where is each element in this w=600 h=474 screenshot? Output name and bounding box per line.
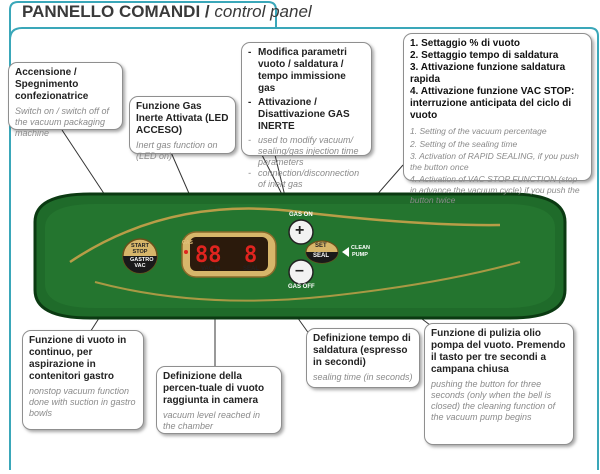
callout-power-en: Switch on / switch off of the vacuum pac… bbox=[15, 106, 110, 138]
settings-en-item: 4. Activation of VAC STOP FUNCTION (stop… bbox=[410, 174, 580, 205]
callout-vacuum-pct: Definizione della percen-tuale di vuoto … bbox=[156, 366, 282, 434]
callout-power-it: Accensione / Spegnimento confezionatrice bbox=[15, 67, 89, 102]
set-seal-button[interactable] bbox=[305, 240, 339, 264]
seal-display-label: SEAL bbox=[243, 266, 260, 272]
pump-label: PUMP bbox=[352, 252, 368, 258]
gas-on-label: GAS ON bbox=[289, 212, 313, 218]
bullet-marker: - bbox=[248, 47, 252, 58]
vac-pct-label: VAC % bbox=[201, 266, 221, 272]
modify-item-3: used to modify vacuum/ sealing/gas injec… bbox=[258, 135, 359, 167]
callout-gas-inert-en: Inert gas function on (LED on) bbox=[136, 140, 218, 161]
settings-en-item: 2. Setting of the sealing time bbox=[410, 138, 518, 149]
settings-it-item: 3. Attivazione funzione saldatura rapida bbox=[410, 62, 566, 85]
minus-button[interactable] bbox=[288, 259, 314, 285]
callout-vacuum-pct-en: vacuum level reached in the chamber bbox=[163, 410, 261, 431]
bullet-marker: - bbox=[248, 168, 251, 178]
callout-modify: -Modifica parametri vuoto / saldatura / … bbox=[241, 42, 372, 189]
callout-seal-time-it: Definizione tempo di saldatura (espresso… bbox=[313, 333, 411, 368]
start-stop-button[interactable] bbox=[122, 238, 158, 274]
start-stop-label: START STOP bbox=[131, 243, 149, 255]
settings-en-list: 1. Setting of the vacuum percentage 2. S… bbox=[410, 126, 585, 206]
settings-it-item: 2. Settaggio tempo di saldatura bbox=[410, 50, 559, 61]
callout-cleaning: Funzione di pulizia olio pompa del vuoto… bbox=[424, 323, 574, 445]
gastro-vac-label: GASTRO VAC bbox=[130, 257, 154, 269]
seal-display: 8 bbox=[244, 243, 257, 268]
callout-cleaning-it: Funzione di pulizia olio pompa del vuoto… bbox=[431, 328, 566, 375]
minus-symbol: – bbox=[295, 262, 304, 279]
gas-off-label: GAS OFF bbox=[288, 284, 315, 290]
callout-continuous: Funzione di vuoto in continuo, per aspir… bbox=[22, 330, 144, 430]
modify-item-4: connection/disconnection of inert gas bbox=[258, 168, 360, 189]
clean-label: CLEAN bbox=[351, 245, 370, 251]
clean-pump-icon bbox=[342, 247, 349, 257]
gas-side-label: GAS bbox=[182, 240, 193, 246]
bullet-marker: - bbox=[248, 97, 252, 108]
settings-en-item: 3. Activation of RAPID SEALING, if you p… bbox=[410, 151, 579, 172]
callout-seal-time: Definizione tempo di saldatura (espresso… bbox=[306, 328, 420, 388]
page-title: PANNELLO COMANDI / control panel bbox=[22, 2, 312, 22]
gas-led-icon bbox=[184, 250, 188, 254]
callout-cleaning-en: pushing the button for three seconds (on… bbox=[431, 379, 556, 422]
modify-item-2: Attivazione / Disattivazione GAS INERTE bbox=[258, 97, 350, 132]
settings-it-item: 4. Attivazione funzione VAC STOP: interr… bbox=[410, 86, 575, 121]
callout-settings: 1. Settaggio % di vuoto 2. Settaggio tem… bbox=[403, 33, 592, 205]
callout-continuous-it: Funzione di vuoto in continuo, per aspir… bbox=[29, 335, 127, 382]
title-bold: PANNELLO COMANDI / bbox=[22, 2, 210, 21]
callout-seal-time-en: sealing time (in seconds) bbox=[313, 372, 413, 382]
settings-it-list: 1. Settaggio % di vuoto 2. Settaggio tem… bbox=[410, 38, 585, 122]
callout-gas-inert-it: Funzione Gas Inerte Attivata (LED ACCESO… bbox=[136, 101, 229, 136]
bullet-marker: - bbox=[248, 135, 251, 145]
callout-power: Accensione / Spegnimento confezionatrice… bbox=[8, 62, 123, 138]
settings-en-item: 1. Setting of the vacuum percentage bbox=[410, 126, 547, 136]
callout-gas-inert: Funzione Gas Inerte Attivata (LED ACCESO… bbox=[129, 96, 236, 161]
settings-it-item: 1. Settaggio % di vuoto bbox=[410, 38, 521, 49]
vacuum-display: 88 bbox=[195, 243, 222, 268]
callout-continuous-en: nonstop vacuum function done with suctio… bbox=[29, 386, 136, 418]
plus-button[interactable] bbox=[288, 219, 314, 245]
set-label: SET bbox=[315, 243, 327, 249]
callout-vacuum-pct-it: Definizione della percen-tuale di vuoto … bbox=[163, 371, 265, 406]
plus-symbol: + bbox=[295, 222, 305, 239]
modify-item-1: Modifica parametri vuoto / saldatura / t… bbox=[258, 47, 347, 94]
seal-button-label: SEAL bbox=[313, 253, 330, 259]
title-italic: control panel bbox=[214, 2, 312, 21]
